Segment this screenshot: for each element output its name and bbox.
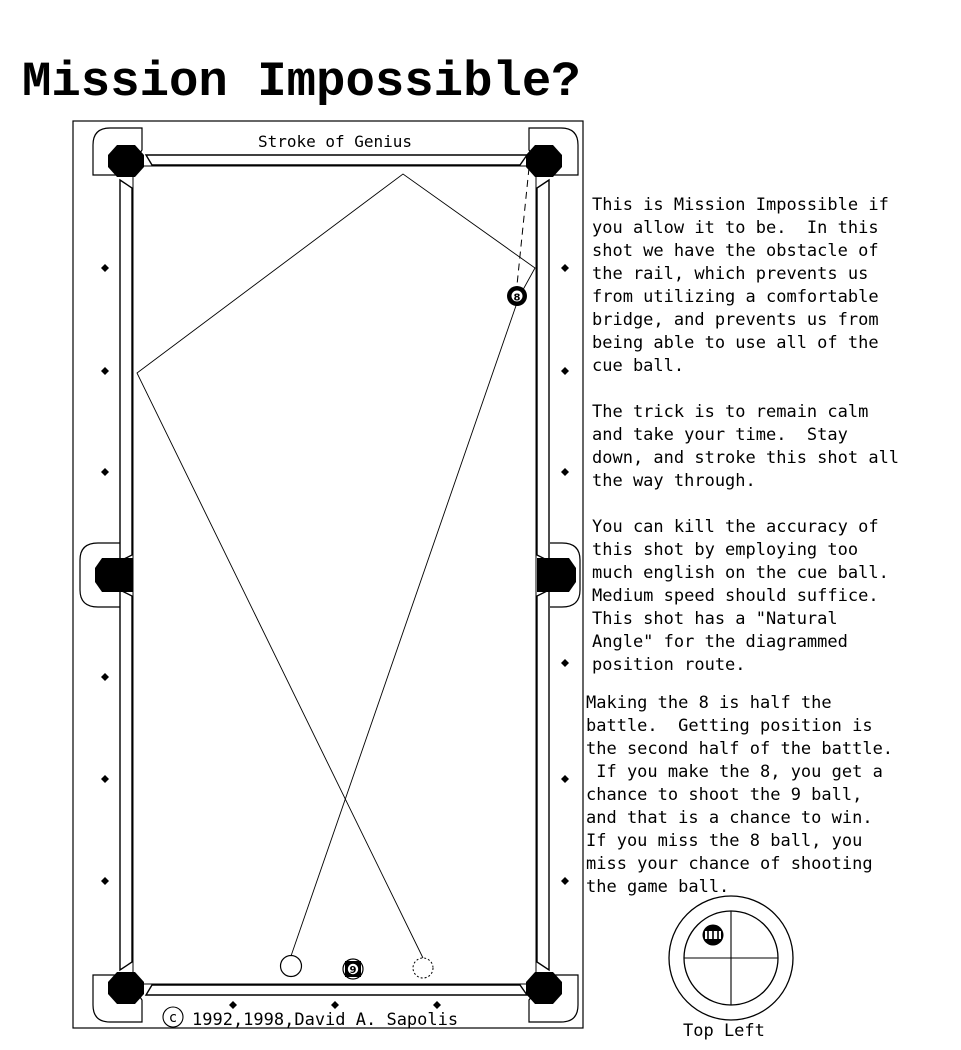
rail-left-upper: [119, 178, 133, 563]
diamonds: [101, 264, 569, 1009]
diamond: [101, 264, 109, 272]
nine-ball-spot: [347, 963, 359, 975]
diamond: [101, 468, 109, 476]
diamond: [561, 877, 569, 885]
diamond: [561, 775, 569, 783]
nine-ball-number: 9: [350, 965, 357, 976]
diamond: [561, 468, 569, 476]
diamond: [101, 673, 109, 681]
paragraph-intro: This is Mission Impossible if you allow …: [592, 195, 889, 376]
copyright-symbol: c: [169, 1010, 177, 1026]
paragraph-trick: The trick is to remain calm and take you…: [592, 402, 900, 491]
diagram-header: Stroke of Genius: [258, 132, 412, 151]
pocket-bottom-right: [526, 972, 562, 1004]
rail-bottom: [144, 984, 529, 996]
rail-right-lower: [536, 588, 550, 972]
pocket-top-right: [526, 145, 562, 177]
eight-ball-number: 8: [514, 293, 521, 304]
pocket-side-left: [95, 558, 133, 592]
rail-left-lower: [119, 588, 133, 972]
diamond: [561, 659, 569, 667]
pocket-bottom-left: [108, 972, 144, 1004]
pocket-top-left: [108, 145, 144, 177]
diamond: [229, 1001, 237, 1009]
diamond: [561, 264, 569, 272]
rail-right-upper: [536, 178, 550, 563]
object-ball-path: [516, 167, 530, 286]
rail-top: [144, 154, 529, 166]
paragraph-accuracy: You can kill the accuracy of this shot b…: [592, 517, 889, 675]
aim-line: [290, 296, 520, 957]
diamond: [561, 367, 569, 375]
cue-ball: [279, 954, 303, 978]
diamond: [101, 367, 109, 375]
diamond: [433, 1001, 441, 1009]
diamond: [101, 877, 109, 885]
page-title: Mission Impossible?: [22, 54, 581, 110]
pocket-side-right: [537, 558, 576, 592]
copyright-text: 1992,1998,David A. Sapolis: [192, 1010, 458, 1030]
paragraph-position: Making the 8 is half the battle. Getting…: [586, 693, 894, 897]
table-outer-frame: [72, 120, 584, 1029]
cue-ball-path: [136, 173, 536, 959]
cue-tip-label: Top Left: [683, 1021, 765, 1041]
diamond: [331, 1001, 339, 1009]
diamond: [101, 775, 109, 783]
cue-ball-position-ghost: [412, 957, 434, 979]
eight-ball-spot: [511, 290, 523, 302]
cue-tip-diagram: [668, 895, 794, 1021]
copyright-circle: [162, 1006, 184, 1028]
